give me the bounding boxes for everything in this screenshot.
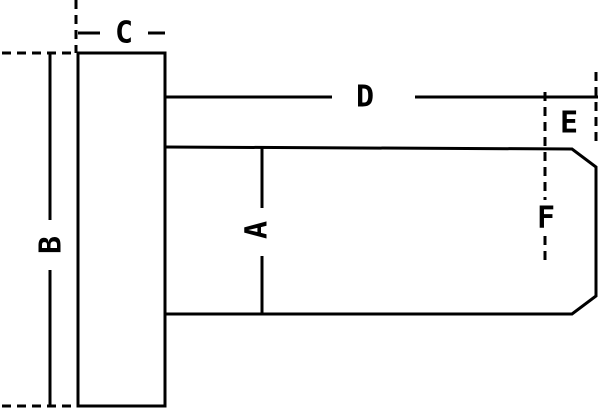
dim-d-label: D bbox=[356, 80, 374, 115]
dim-a-label: A bbox=[240, 221, 275, 239]
dim-c-label: C bbox=[115, 16, 133, 51]
dim-f-label: F bbox=[537, 201, 555, 236]
shank-outline bbox=[164, 145, 598, 316]
head-flange bbox=[76, 51, 167, 408]
dim-b-label: B bbox=[34, 236, 69, 254]
dim-e-label: E bbox=[560, 106, 578, 141]
